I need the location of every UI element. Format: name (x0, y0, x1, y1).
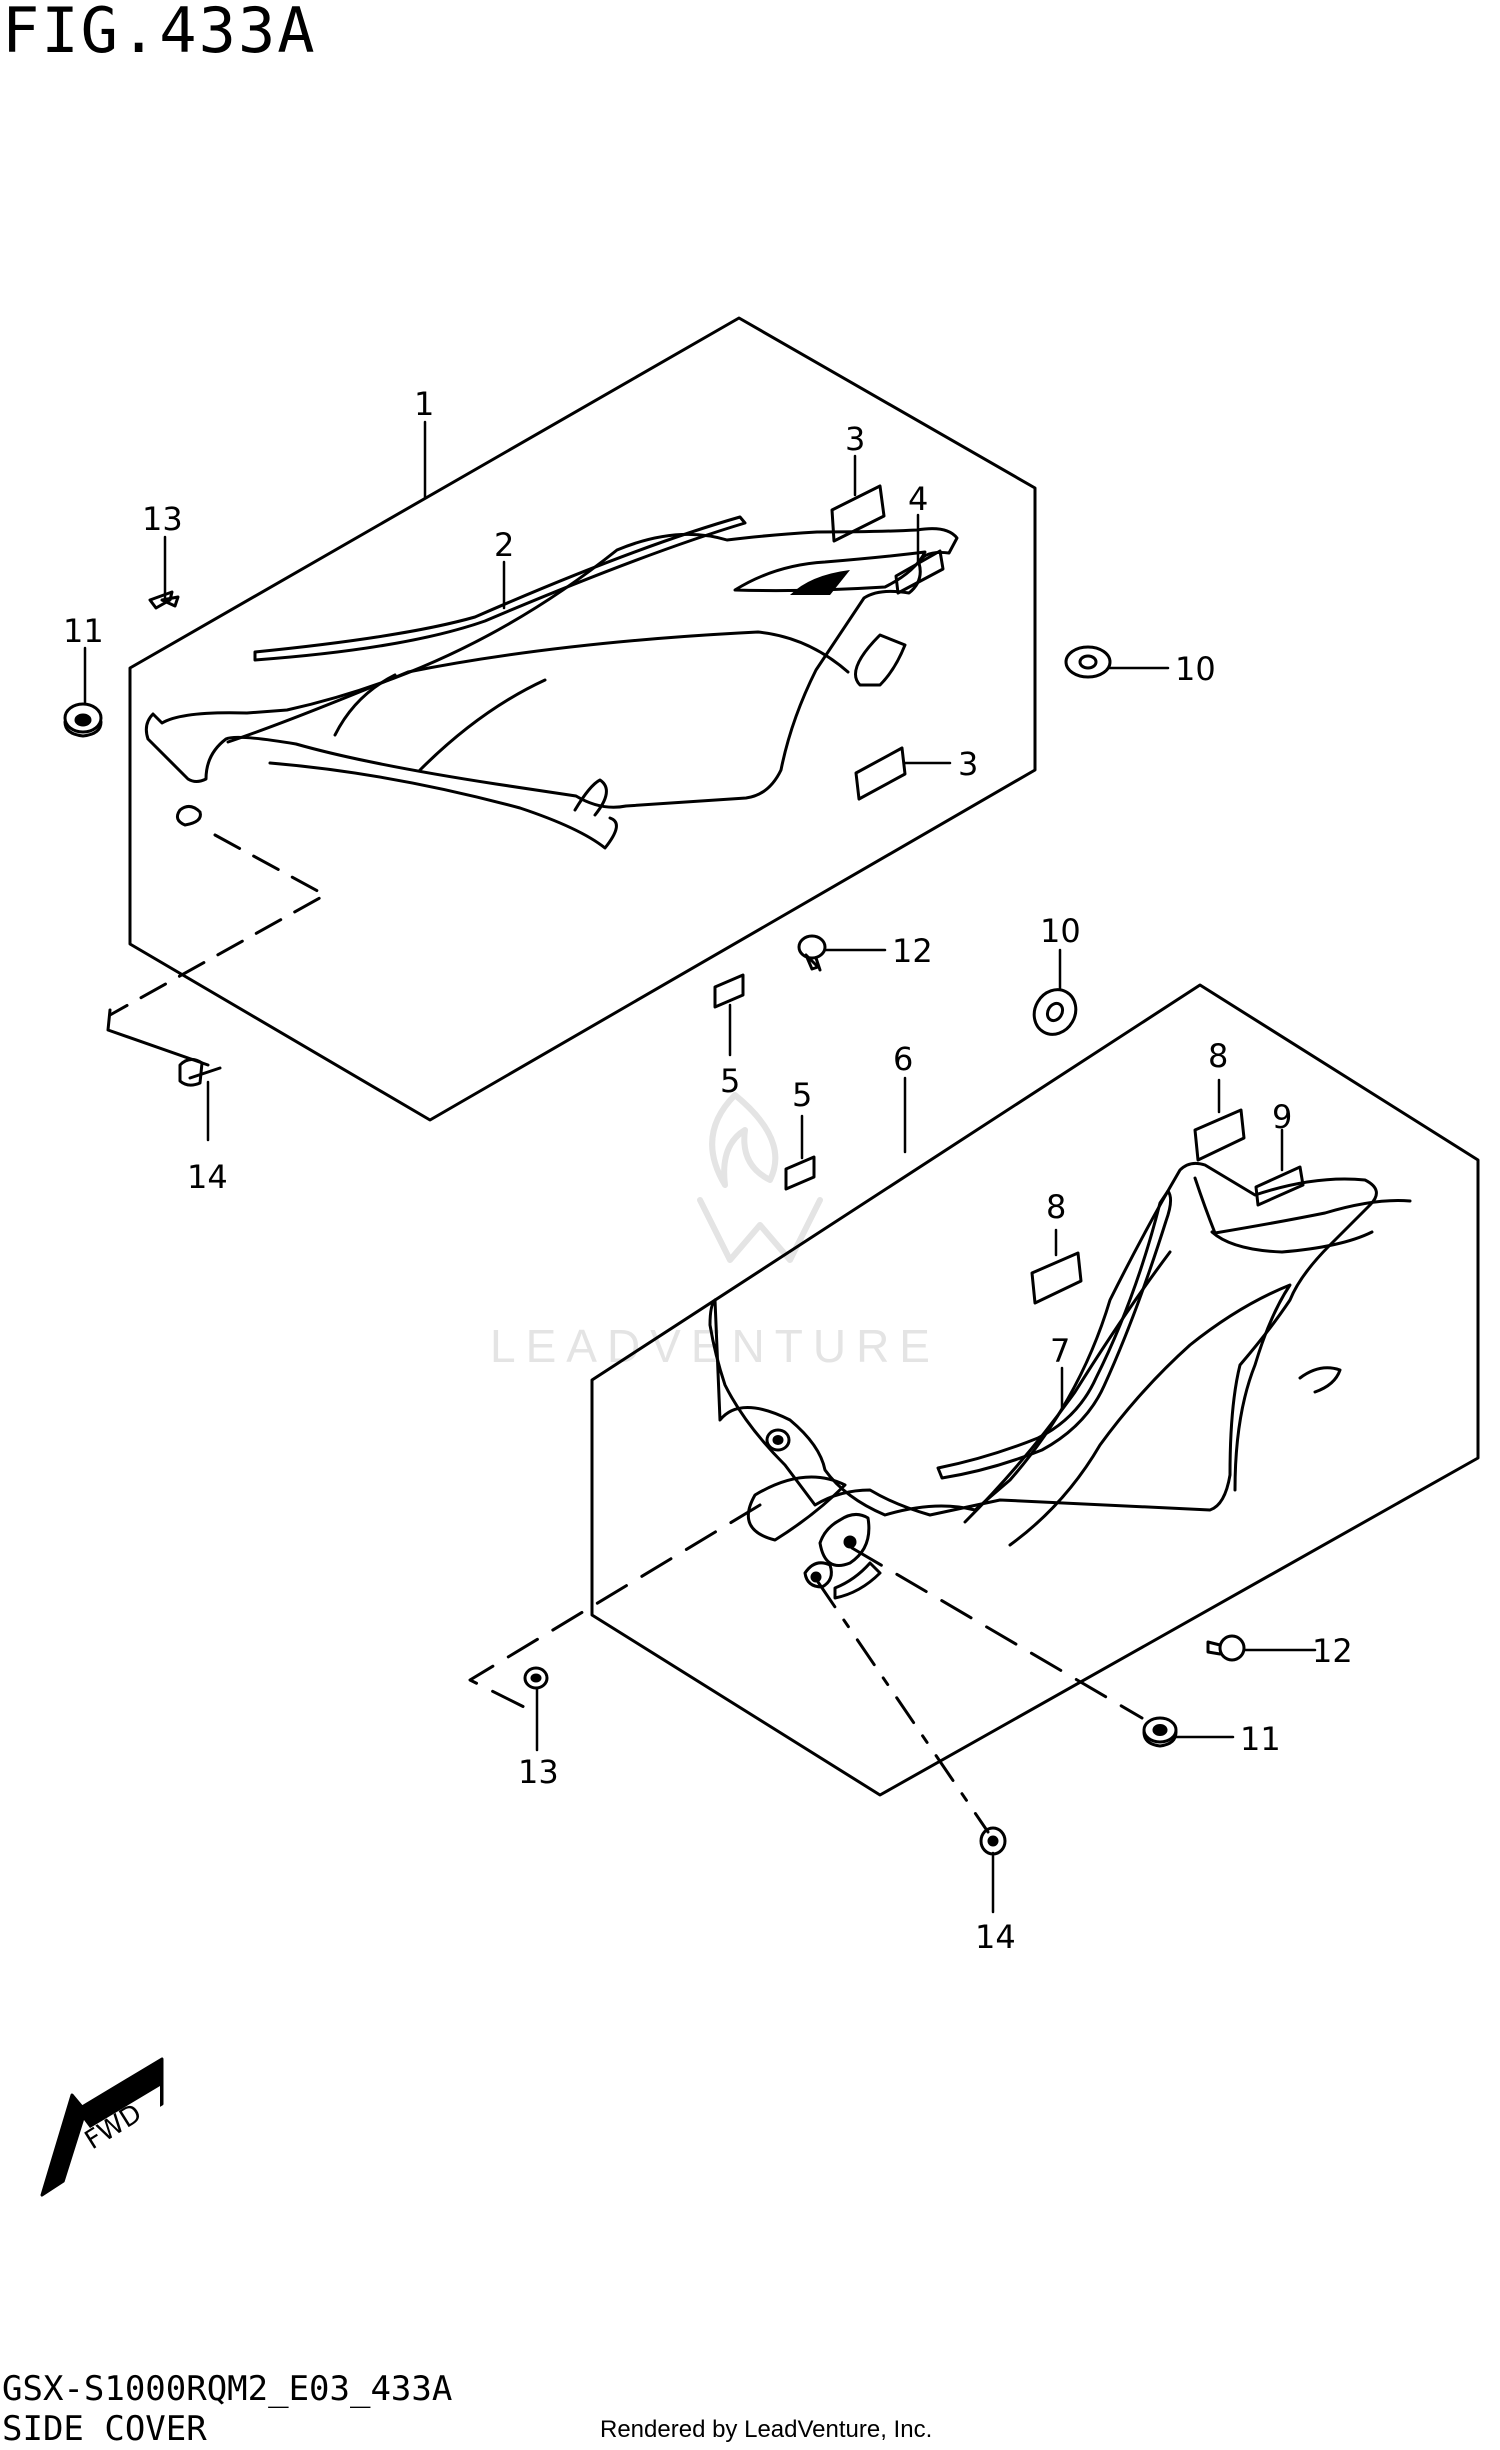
assembly-6-boundary (590, 983, 1480, 1797)
label-part-4 (894, 549, 945, 595)
leader-lines (83, 420, 1317, 1914)
grommet-part-11-upper (63, 702, 103, 738)
clip-part-5-upper (713, 973, 745, 1009)
callout-2: 2 (494, 526, 514, 564)
callout-8-upper: 8 (1208, 1037, 1228, 1075)
rivet-part-14-upper (178, 1058, 222, 1087)
guide-line-lower-rivet (816, 1580, 990, 1834)
trim-strip-part-2 (253, 515, 747, 662)
callout-8-lower: 8 (1046, 1188, 1066, 1226)
guide-line-upper-bolt (106, 1008, 210, 1067)
clip-part-5-lower (784, 1155, 816, 1191)
callout-1: 1 (414, 385, 434, 423)
damper-part-10-lower (1032, 988, 1078, 1036)
model-code: GSX-S1000RQM2_E03_433A (2, 2369, 453, 2409)
callout-12-lower: 12 (1312, 1632, 1353, 1670)
callout-3-right: 3 (958, 745, 978, 783)
guide-line-upper-left (108, 833, 327, 1017)
callout-13-upper: 13 (142, 500, 183, 538)
grommet-part-11-lower (1142, 1716, 1178, 1748)
guide-line-lower-left (468, 1503, 762, 1712)
bolt-part-12-upper (797, 934, 827, 972)
label-part-3-right (854, 746, 907, 801)
callout-11-upper: 11 (63, 612, 104, 650)
callout-5-upper: 5 (720, 1062, 740, 1100)
callout-5-lower: 5 (792, 1076, 812, 1114)
callout-6: 6 (893, 1040, 913, 1078)
assembly-1-boundary (128, 316, 1037, 1122)
callout-3-upper: 3 (845, 420, 865, 458)
fwd-arrow-icon (40, 2057, 164, 2197)
figure-title: FIG.433A (2, 0, 317, 67)
side-cover-part-6 (708, 1161, 1412, 1600)
section-name: SIDE COVER (2, 2409, 207, 2449)
callout-14-lower: 14 (975, 1918, 1016, 1956)
callout-12-upper: 12 (892, 932, 933, 970)
callout-14-upper: 14 (187, 1158, 228, 1196)
callout-13-lower: 13 (518, 1753, 559, 1791)
label-part-3-upper (830, 484, 886, 543)
callout-7: 7 (1050, 1332, 1070, 1370)
callout-9: 9 (1272, 1098, 1292, 1136)
damper-part-10-upper (1064, 645, 1112, 679)
screw-part-13-lower (523, 1666, 549, 1690)
side-cover-part-1 (144, 527, 959, 850)
label-part-8-upper (1193, 1108, 1246, 1162)
rendered-by-credit: Rendered by LeadVenture, Inc. (600, 2416, 933, 2443)
label-part-9 (1254, 1165, 1305, 1207)
bolt-part-12-lower (1206, 1634, 1246, 1662)
callout-11-lower: 11 (1240, 1720, 1281, 1758)
label-part-8-lower (1030, 1251, 1083, 1305)
callout-4: 4 (908, 480, 928, 518)
callout-numbers: 1 2 3 4 3 13 11 10 12 10 5 5 6 8 9 8 7 1… (63, 385, 1353, 1956)
rivet-part-14-lower (979, 1826, 1007, 1856)
callout-10-upper: 10 (1175, 650, 1216, 688)
trim-strip-part-7 (936, 1189, 1173, 1480)
callout-10-lower: 10 (1040, 912, 1081, 950)
guide-line-lower-right (850, 1546, 1144, 1720)
